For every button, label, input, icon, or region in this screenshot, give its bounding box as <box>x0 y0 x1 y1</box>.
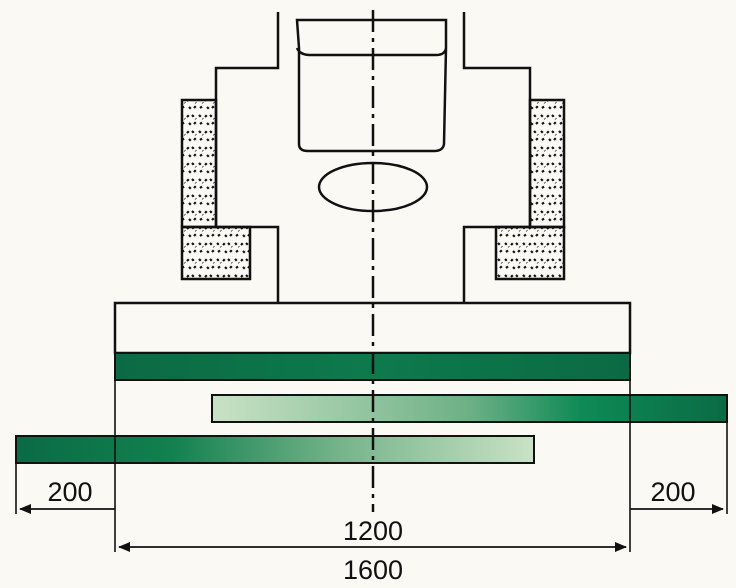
bar-bottom <box>15 435 535 464</box>
belts <box>15 352 728 464</box>
hatched-pad-right <box>528 98 566 229</box>
hatched-pad-left <box>180 98 218 229</box>
label-outer-width: 1600 <box>343 555 403 585</box>
dimension-arrows <box>19 504 724 552</box>
cab-shape <box>295 18 448 153</box>
hatched-foot-right <box>494 225 566 281</box>
label-inner-width: 1200 <box>343 516 403 546</box>
label-right-overhang: 200 <box>650 477 695 507</box>
bar-middle <box>211 394 728 423</box>
extension-lines <box>15 380 728 552</box>
machine-body <box>113 12 632 355</box>
label-left-overhang: 200 <box>47 477 92 507</box>
hatched-foot-left <box>180 225 252 281</box>
